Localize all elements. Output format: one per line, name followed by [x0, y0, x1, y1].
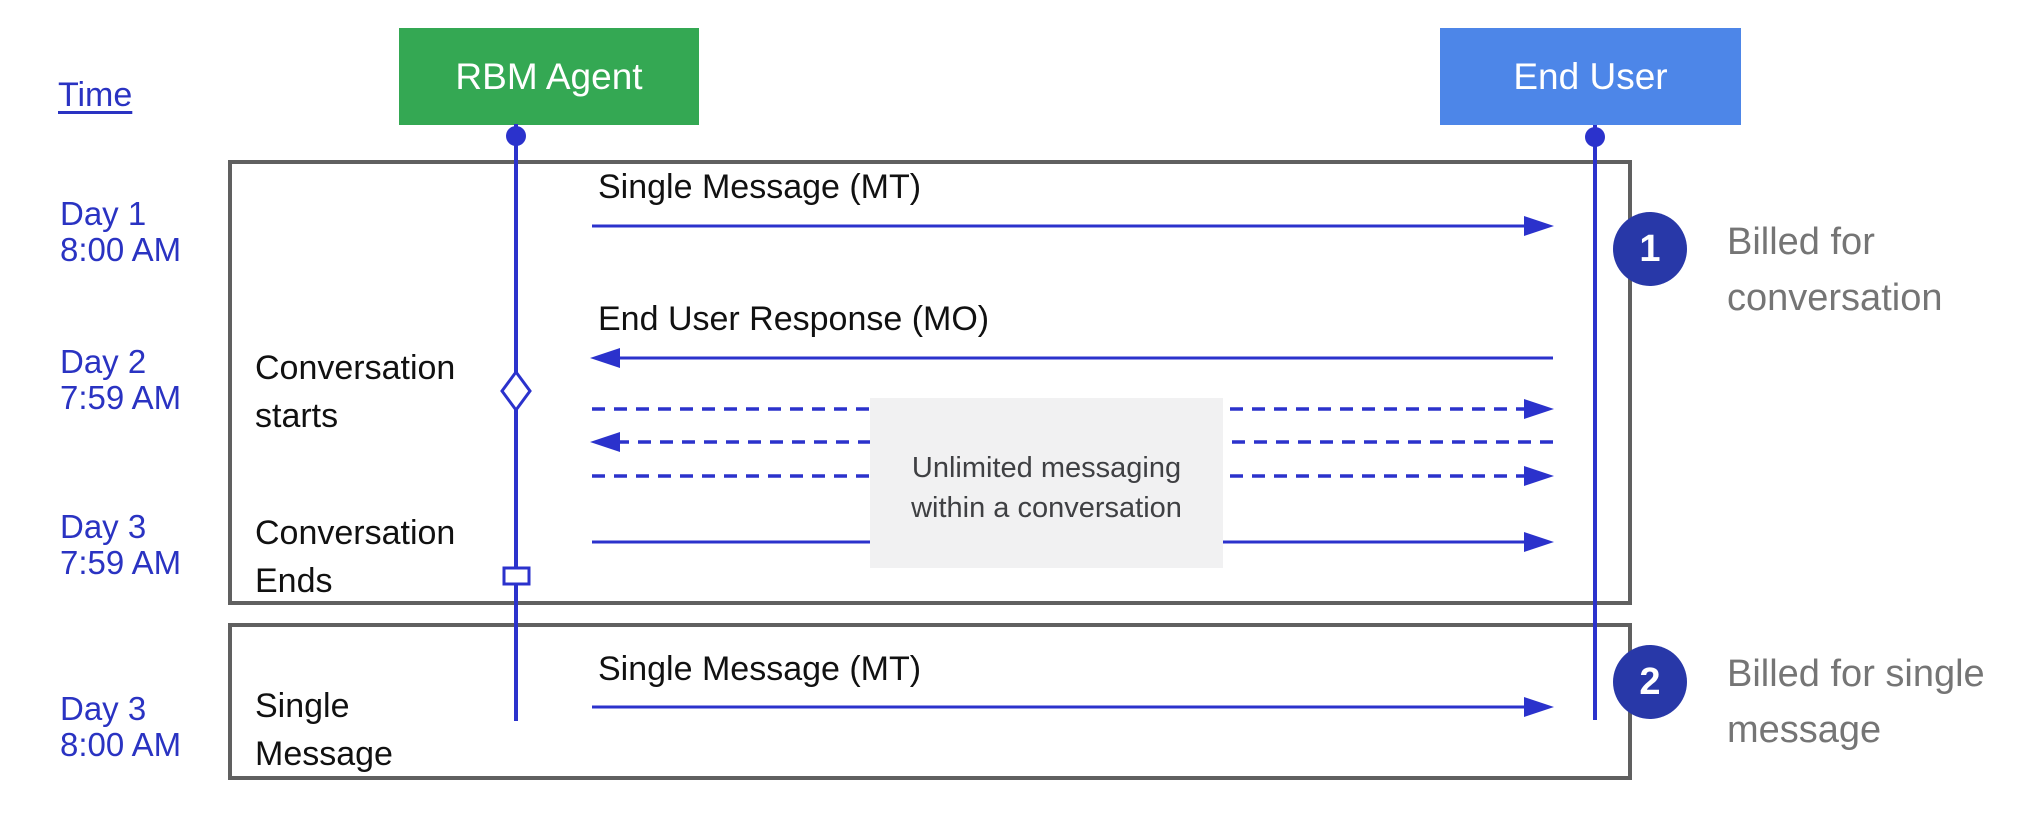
conversation-starts-label: Conversation starts: [255, 349, 456, 435]
single-message-event-label: Single Message: [255, 687, 393, 773]
timeline-day: Day 3: [60, 690, 147, 727]
billing-step-2-badge: 2: [1613, 645, 1687, 719]
conversation-billing-box: [228, 160, 1632, 605]
timeline-entry-day2: Day 2 7:59 AM: [60, 344, 250, 416]
unlimited-messaging-note: Unlimited messaging within a conversatio…: [870, 398, 1223, 568]
timeline-entry-day1: Day 1 8:00 AM: [60, 196, 250, 268]
timeline-time: 7:59 AM: [60, 544, 182, 581]
timeline-time: 8:00 AM: [60, 726, 182, 763]
conversation-ends-label: Conversation Ends: [255, 514, 456, 600]
mo-response-label: End User Response (MO): [598, 300, 990, 338]
agent-lifeline-cap-dot: [506, 126, 526, 146]
time-axis-label: Time: [58, 76, 133, 114]
timeline-entry-day3-end: Day 3 7:59 AM: [60, 509, 250, 581]
timeline-day: Day 2: [60, 343, 147, 380]
note-line2: within a conversation: [911, 492, 1182, 524]
timeline-day: Day 1: [60, 195, 147, 232]
timeline-day: Day 3: [60, 508, 147, 545]
actor-end-user: End User: [1440, 28, 1741, 125]
note-line1: Unlimited messaging: [911, 452, 1182, 484]
billing-step-1-badge: 1: [1613, 212, 1687, 286]
timeline-entry-day3-single: Day 3 8:00 AM: [60, 691, 250, 763]
billed-for-conversation-label: Billed for conversation: [1727, 221, 1943, 319]
single-mt-message-label: Single Message (MT): [598, 650, 922, 688]
actor-rbm-agent: RBM Agent: [399, 28, 699, 125]
mt-message-label: Single Message (MT): [598, 168, 922, 206]
timeline-time: 7:59 AM: [60, 379, 182, 416]
timeline-time: 8:00 AM: [60, 231, 182, 268]
user-lifeline-cap-dot: [1585, 127, 1605, 147]
billed-for-single-message-label: Billed for single message: [1727, 653, 1985, 751]
